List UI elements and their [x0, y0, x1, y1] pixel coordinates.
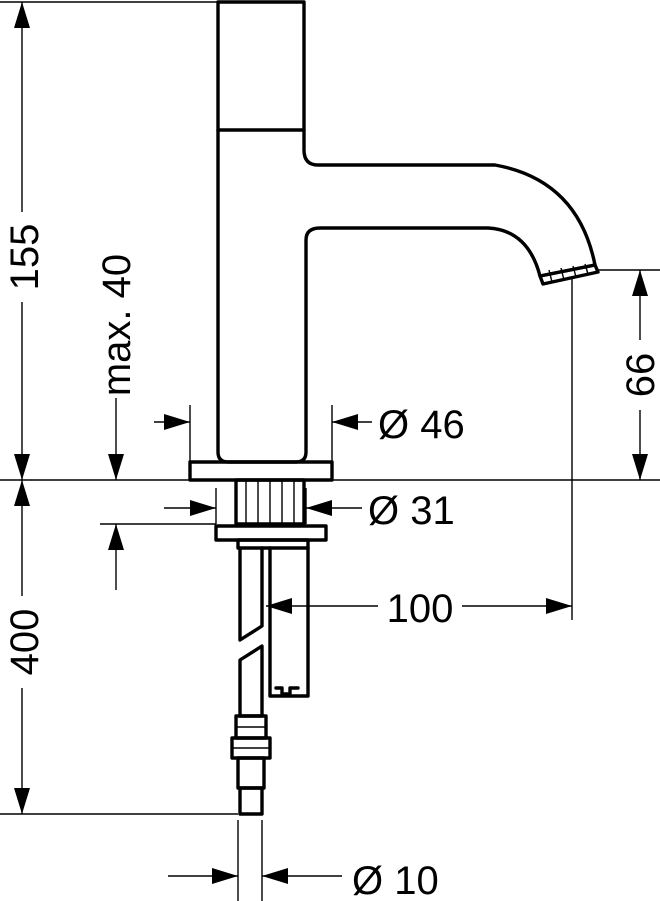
aerator: [538, 263, 600, 286]
dimension-label-max-40: max. 40: [95, 254, 139, 396]
dimension-label-diameter-31: Ø 31: [368, 489, 455, 533]
lower-shank: [236, 538, 310, 550]
dimension-label-155: 155: [3, 224, 47, 291]
dimension-spout-reach: 100: [266, 587, 572, 631]
dimension-height-total: 155: [2, 2, 47, 480]
dimension-label-diameter-10: Ø 10: [352, 859, 439, 901]
base-flange: [188, 460, 334, 482]
dimension-label-400: 400: [3, 609, 47, 676]
dimension-label-diameter-46: Ø 46: [378, 403, 465, 447]
dimension-hose-length: 400: [2, 480, 47, 814]
dimension-label-66: 66: [619, 353, 660, 398]
handle-cap: [216, 0, 306, 132]
dimension-max-depth: max. 40: [95, 254, 139, 590]
dimension-spout-height: 66: [618, 270, 660, 480]
supply-hose-left: [230, 546, 272, 816]
supply-hose-right: [268, 546, 310, 698]
mounting-shank: [214, 478, 328, 550]
dimension-label-100: 100: [387, 587, 454, 631]
dimension-diameter-hose: Ø 10: [168, 859, 439, 901]
mounting-nut: [214, 524, 328, 542]
dimension-diameter-shank: Ø 31: [164, 489, 455, 533]
dimension-diameter-base: Ø 46: [154, 403, 465, 447]
